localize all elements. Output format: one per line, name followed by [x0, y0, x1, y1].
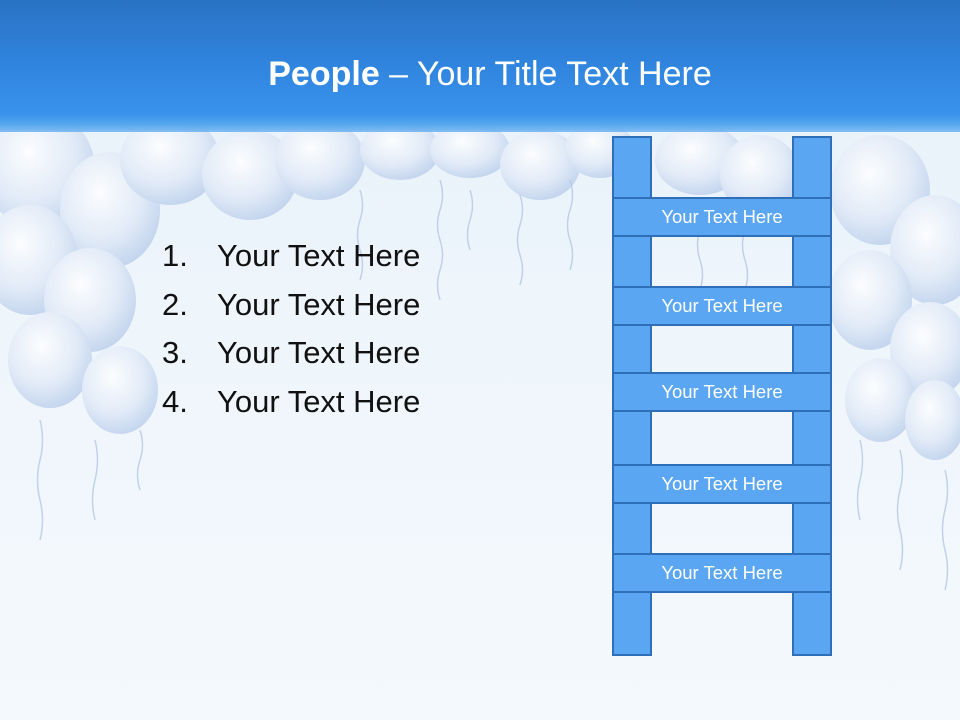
slide-title: People – Your Title Text Here	[0, 52, 960, 96]
list-item-text: Your Text Here	[217, 286, 421, 322]
title-bar	[0, 0, 960, 132]
list-item-number: 1.	[162, 238, 188, 273]
ladder-rung-3: Your Text Here	[612, 372, 832, 412]
ladder-rung-4: Your Text Here	[612, 464, 832, 504]
list-item-number: 3.	[162, 335, 188, 370]
list-item-text: Your Text Here	[217, 238, 421, 273]
list-item-text: Your Text Here	[217, 335, 421, 370]
title-bold-text: People	[268, 55, 380, 93]
ladder-rung-2: Your Text Here	[612, 286, 832, 326]
list-item: 2. Your Text Here	[162, 281, 420, 330]
title-rest-text: – Your Title Text Here	[379, 55, 712, 93]
ladder-rung-5: Your Text Here	[612, 553, 832, 593]
list-item-number: 2.	[162, 286, 188, 322]
ladder-rung-1: Your Text Here	[612, 197, 832, 237]
list-item: 3. Your Text Here	[162, 329, 420, 378]
numbered-list: 1. Your Text Here 2. Your Text Here 3. Your…	[162, 232, 420, 426]
list-item-number: 4.	[162, 383, 188, 419]
list-item: 1. Your Text Here	[162, 232, 420, 281]
list-item: 4. Your Text Here	[162, 378, 420, 427]
list-item-text: Your Text Here	[217, 383, 421, 419]
